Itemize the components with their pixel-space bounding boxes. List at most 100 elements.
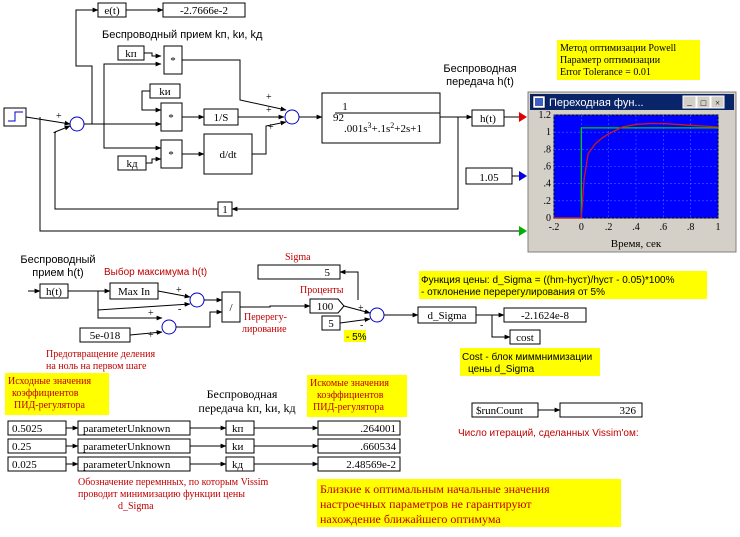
- pid-diagram: [3, 2, 527, 236]
- plot-grid: [553, 114, 719, 219]
- svg-text:+: +: [268, 122, 274, 133]
- y-tick-label: 1.2: [539, 110, 552, 121]
- svg-text:+: +: [56, 111, 62, 122]
- init-ki: 0.25: [12, 441, 32, 453]
- x-tick-label: .4: [632, 222, 640, 233]
- bottom-tx-1: Беспроводная: [207, 387, 278, 401]
- plot-lines: [554, 122, 719, 219]
- svg-text:+: +: [148, 330, 154, 341]
- minimize-button[interactable]: [682, 95, 697, 109]
- const-1-05: 1.05: [479, 172, 499, 184]
- note-method-3: Error Tolerance = 0.01: [560, 67, 651, 78]
- close-button[interactable]: [710, 95, 725, 109]
- x-tick-label: 0: [579, 222, 584, 233]
- et-block: e(t): [104, 5, 120, 17]
- param-kp: parameterUnknown: [83, 423, 171, 435]
- multiplier-d: *: [168, 149, 174, 161]
- div-prevent-2: на ноль на первом шаге: [46, 361, 147, 372]
- result-kd: 2.48569e-2: [346, 459, 396, 471]
- init-kd: 0.025: [12, 459, 37, 471]
- svg-text:+: +: [176, 285, 182, 296]
- maximize-icon: □: [701, 98, 707, 108]
- feedback-gain: 1: [222, 204, 228, 216]
- ht-recv-block: h(t): [46, 286, 62, 298]
- iter-count-label: Число итераций, сделанных Vissim'ом:: [458, 428, 639, 439]
- tx-kd: kд: [232, 459, 244, 471]
- note-sought-1: Искомые значения: [310, 378, 389, 389]
- x-tick-label: .2: [605, 222, 613, 233]
- percent-label: Проценты: [300, 285, 344, 296]
- overshoot-label-1: Перерегу-: [244, 312, 287, 323]
- y-tick-label: .8: [544, 144, 552, 155]
- dsigma-block: d_Sigma: [427, 310, 466, 322]
- result-kp: .264001: [360, 423, 396, 435]
- plot-window-icon: [535, 98, 543, 106]
- y-tick-label: 1: [546, 127, 551, 138]
- note-sought-3: ПИД-регулятора: [313, 402, 385, 413]
- maximize-button[interactable]: [696, 95, 711, 109]
- sigma-label: Sigma: [285, 252, 311, 263]
- y-tick-label: 0: [546, 213, 551, 224]
- tf-gain: 92: [333, 112, 344, 124]
- et-display: -2.7666e-2: [180, 5, 228, 17]
- plot-xlabel: Время, сек: [611, 238, 662, 250]
- note-warning-3: нахождение ближайшего оптимума: [320, 512, 501, 526]
- ht-tx-block: h(t): [480, 113, 496, 125]
- note-sought-2: коэффициентов: [317, 390, 384, 401]
- x-tick-label: .6: [660, 222, 668, 233]
- integrator-block: 1/S: [214, 112, 229, 124]
- param-desc-3: d_Sigma: [118, 501, 154, 512]
- svg-text:+: +: [358, 303, 364, 314]
- derivative-block: d/dt: [219, 149, 236, 161]
- div-prevent-1: Предотвращение деления: [46, 349, 155, 360]
- wireless-tx-label-2: передача h(t): [446, 76, 514, 88]
- note-cost-block-1: Cost - блок миммнимизации: [462, 351, 592, 363]
- note-warning-1: Близкие к оптимальным начальные значения: [320, 482, 550, 496]
- param-kd: parameterUnknown: [83, 459, 171, 471]
- note-initial-1: Исходные значения: [8, 376, 91, 387]
- x-tick-label: .8: [687, 222, 695, 233]
- cost-block: cost: [516, 332, 534, 344]
- note-method-1: Метод оптимизации Powell: [560, 43, 676, 54]
- multiplier-i: *: [168, 112, 174, 124]
- note-cost-block-2: цены d_Sigma: [468, 364, 535, 375]
- kp-gain-top: kп: [125, 48, 137, 60]
- gain-100: 100: [317, 301, 334, 313]
- tx-ki: kи: [232, 441, 244, 453]
- note-cost-func-2: - отклонение перерегулирования от 5%: [421, 287, 605, 298]
- y-tick-label: .4: [544, 179, 552, 190]
- param-ki: parameterUnknown: [83, 441, 171, 453]
- y-tick-label: .2: [544, 196, 552, 207]
- multiplier-p: *: [170, 55, 176, 67]
- wireless-tx-label: Беспроводная: [443, 63, 516, 75]
- ki-gain-top: kи: [159, 86, 171, 98]
- param-desc-2: проводит минимизацию функции цены: [78, 489, 245, 500]
- svg-text:-: -: [360, 320, 363, 331]
- div-block: /: [229, 302, 233, 314]
- kd-gain-top: kд: [126, 158, 138, 170]
- tx-kp: kп: [232, 423, 244, 435]
- max-select-label: Выбор максимума h(t): [104, 266, 207, 278]
- svg-text:+: +: [266, 92, 272, 103]
- maxin-block: Max In: [118, 286, 151, 298]
- svg-text:-: -: [178, 304, 181, 315]
- minus5-label: - 5%: [346, 332, 367, 343]
- svg-text:-: -: [53, 127, 56, 138]
- runcount-block: $runCount: [476, 405, 523, 417]
- dsigma-display: -2.1624e-8: [521, 310, 569, 322]
- svg-text:+: +: [266, 105, 272, 116]
- step-icon: [8, 111, 23, 122]
- overshoot-label-2: лирование: [242, 324, 287, 335]
- eps-const: 5e-018: [90, 330, 121, 342]
- wireless-recv-h-2: прием h(t): [32, 267, 83, 279]
- wireless-recv-top: Беспроводный прием kп, kи, kд: [102, 29, 263, 41]
- tf-numerator: 1: [342, 101, 348, 113]
- x-tick-label: -.2: [549, 222, 560, 233]
- init-kp: 0.5025: [12, 423, 43, 435]
- plot-title: Переходная фун...: [549, 97, 644, 109]
- const-5: 5: [328, 318, 334, 330]
- tf-denominator: .001s3+.1s2+2s+1: [344, 121, 422, 135]
- y-tick-label: .6: [544, 162, 552, 173]
